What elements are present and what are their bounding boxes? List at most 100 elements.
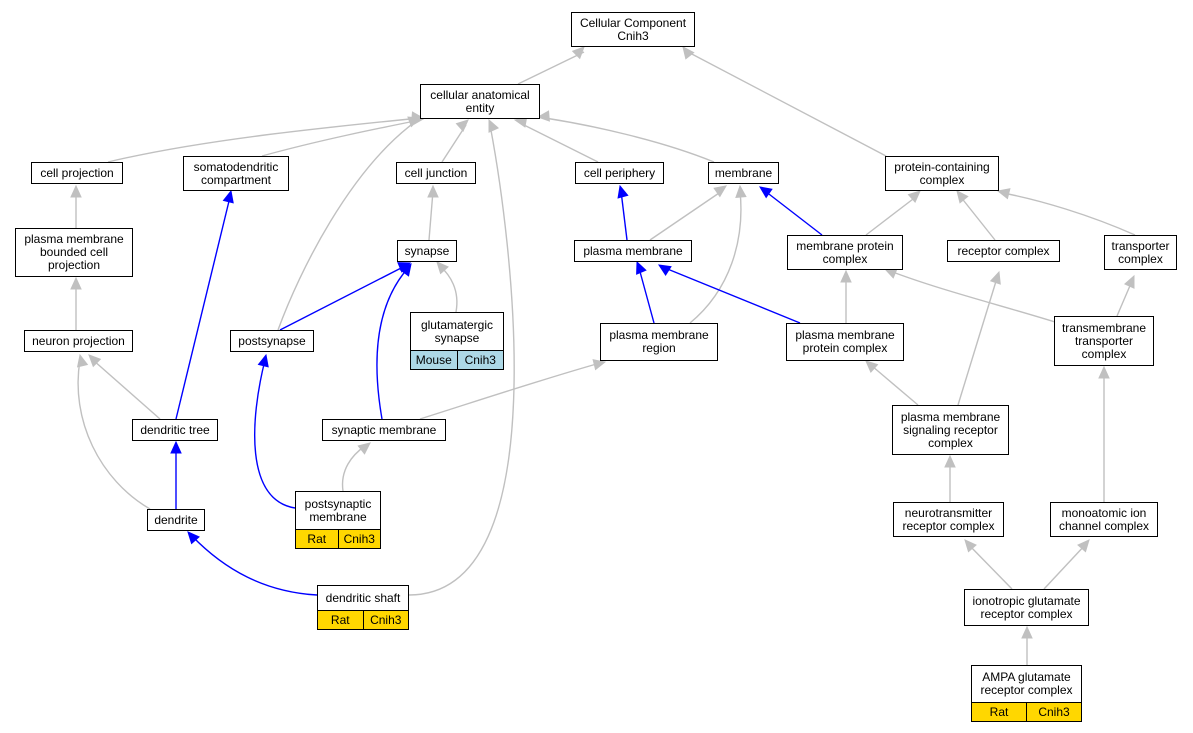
edge-postsynmem-to-postsynapse: [254, 359, 296, 509]
node-cell-projection[interactable]: cell projection: [31, 162, 123, 184]
arrowhead-cae-to-cc: [571, 46, 585, 60]
arrowhead-pmpc-to-mpc: [840, 269, 852, 283]
annotation-row: Rat Cnih3: [318, 610, 408, 629]
node-label: ionotropic glutamate receptor complex: [972, 593, 1081, 621]
species-tag: Rat: [972, 703, 1026, 721]
arrowhead-membrane-to-cae: [536, 110, 550, 122]
node-label: protein-containing complex: [894, 159, 990, 187]
species-tag: Rat: [318, 611, 363, 629]
arrowhead-dshaft-to-cae: [488, 118, 500, 133]
node-label: membrane: [714, 165, 773, 180]
node-monoatomic-ion-channel-complex[interactable]: monoatomic ion channel complex: [1050, 502, 1158, 537]
arrowhead-pmregion-to-pm: [636, 260, 647, 275]
node-label: neurotransmitter receptor complex: [902, 505, 995, 533]
node-label: synaptic membrane: [331, 422, 437, 437]
species-tag: Rat: [296, 530, 338, 548]
node-label: dendritic tree: [140, 422, 210, 437]
arrowhead-neuronproj-to-pmbcp: [70, 276, 82, 290]
node-label: transmembrane transporter complex: [1061, 320, 1147, 361]
node-plasma-membrane-region[interactable]: plasma membrane region: [600, 323, 718, 361]
node-transmembrane-transporter-complex[interactable]: transmembrane transporter complex: [1054, 316, 1154, 366]
node-label: dendrite: [154, 512, 198, 527]
node-protein-containing-complex[interactable]: protein-containing complex: [885, 156, 999, 191]
node-label: neuron projection: [32, 333, 125, 348]
node-neurotransmitter-receptor-complex[interactable]: neurotransmitter receptor complex: [893, 502, 1004, 537]
arrowhead-dtree-to-somato: [222, 189, 234, 204]
node-receptor-complex[interactable]: receptor complex: [947, 240, 1060, 262]
node-postsynapse[interactable]: postsynapse: [230, 330, 314, 352]
node-label: glutamatergic synapse: [420, 317, 494, 345]
edge-mpc-to-membrane: [764, 190, 823, 236]
edge-pmregion-to-pm: [638, 267, 655, 324]
node-plasma-membrane[interactable]: plasma membrane: [574, 240, 692, 262]
node-membrane-protein-complex[interactable]: membrane protein complex: [787, 235, 903, 270]
node-synapse[interactable]: synapse: [397, 240, 457, 262]
arrowhead-igrc-to-ntrc: [964, 539, 977, 553]
node-postsynaptic-membrane[interactable]: postsynaptic membrane Rat Cnih3: [295, 491, 381, 549]
edge-rc-to-pcc: [959, 195, 996, 241]
node-somatodendritic-compartment[interactable]: somatodendritic compartment: [183, 156, 289, 191]
node-transporter-complex[interactable]: transporter complex: [1104, 235, 1177, 270]
node-label: plasma membrane protein complex: [795, 328, 895, 355]
arrowhead-pmbcp-to-cellproj: [70, 184, 82, 198]
edge-dtree-to-neuronproj: [92, 359, 161, 420]
arrowhead-rc-to-pcc: [956, 190, 969, 204]
node-label: cell junction: [404, 165, 468, 180]
gene-tag: Cnih3: [362, 611, 408, 629]
edge-pcc-to-cc: [687, 51, 887, 157]
arrowhead-dendrite-to-dtree: [170, 440, 182, 454]
node-label: membrane protein complex: [796, 238, 894, 266]
arrowhead-synmem-to-pmregion: [592, 359, 607, 371]
node-plasma-membrane-signaling-receptor-complex[interactable]: plasma membrane signaling receptor compl…: [892, 405, 1009, 455]
node-synaptic-membrane[interactable]: synaptic membrane: [322, 419, 446, 441]
node-label: transporter complex: [1111, 238, 1170, 266]
edge-synapse-to-celljunction: [428, 190, 434, 241]
arrowhead-dshaft-to-dendrite: [187, 531, 200, 545]
edge-dtree-to-somato: [175, 196, 231, 420]
node-label: postsynaptic membrane: [304, 496, 372, 524]
arrowhead-dendrite-to-neuronproj: [76, 353, 89, 368]
edge-somato-to-cae: [261, 119, 421, 157]
edge-dshaft-to-dendrite: [191, 535, 318, 596]
node-cell-junction[interactable]: cell junction: [396, 162, 476, 184]
arrowhead-tc-to-pcc: [996, 188, 1011, 200]
arrowhead-ntrc-to-pmsrc: [944, 454, 956, 468]
gene-tag: Cnih3: [1026, 703, 1081, 721]
edge-igrc-to-ntrc: [967, 543, 1013, 590]
edge-pmpc-to-pm: [664, 267, 801, 324]
node-dendrite[interactable]: dendrite: [147, 509, 205, 531]
arrowhead-mic-to-tmtc: [1098, 365, 1110, 379]
node-label: somatodendritic compartment: [193, 159, 279, 187]
node-ionotropic-glutamate-receptor-complex[interactable]: ionotropic glutamate receptor complex: [964, 589, 1089, 626]
arrowhead-pmsrc-to-rc: [989, 270, 1001, 285]
node-cell-periphery[interactable]: cell periphery: [575, 162, 664, 184]
node-cellular-component[interactable]: Cellular Component Cnih3: [571, 12, 695, 47]
node-plasma-membrane-protein-complex[interactable]: plasma membrane protein complex: [786, 323, 904, 361]
gene-tag: Cnih3: [337, 530, 380, 548]
node-glutamatergic-synapse[interactable]: glutamatergic synapse Mouse Cnih3: [410, 312, 504, 370]
edge-pm-to-membrane: [649, 190, 723, 241]
node-label: AMPA glutamate receptor complex: [980, 670, 1073, 697]
node-membrane[interactable]: membrane: [708, 162, 779, 184]
edge-pm-to-cellperiph: [620, 190, 628, 241]
node-cellular-anatomical-entity[interactable]: cellular anatomical entity: [420, 84, 540, 119]
arrowhead-ampa-to-igrc: [1021, 625, 1033, 639]
node-ampa-glutamate-receptor-complex[interactable]: AMPA glutamate receptor complex Rat Cnih…: [971, 665, 1082, 722]
arrowhead-synapse-to-celljunction: [427, 184, 439, 198]
node-dendritic-shaft[interactable]: dendritic shaft Rat Cnih3: [317, 585, 409, 630]
node-label: synapse: [404, 243, 450, 258]
arrowhead-mpc-to-pcc: [907, 190, 921, 203]
node-label: cell periphery: [583, 165, 656, 180]
gene-tag: Cnih3: [456, 351, 503, 369]
edge-dendrite-to-neuronproj: [77, 359, 151, 510]
edge-tmtc-to-tc: [1116, 280, 1133, 317]
edge-igrc-to-mic: [1043, 543, 1087, 590]
edge-postsynmem-to-synmem: [341, 445, 366, 492]
node-neuron-projection[interactable]: neuron projection: [24, 330, 133, 352]
arrowhead-postsynmem-to-synmem: [357, 442, 371, 455]
node-plasma-membrane-bounded-cell-projection[interactable]: plasma membrane bounded cell projection: [15, 228, 133, 277]
node-label: monoatomic ion channel complex: [1058, 505, 1150, 533]
node-dendritic-tree[interactable]: dendritic tree: [132, 419, 218, 441]
node-label: cellular anatomical entity: [430, 87, 530, 115]
